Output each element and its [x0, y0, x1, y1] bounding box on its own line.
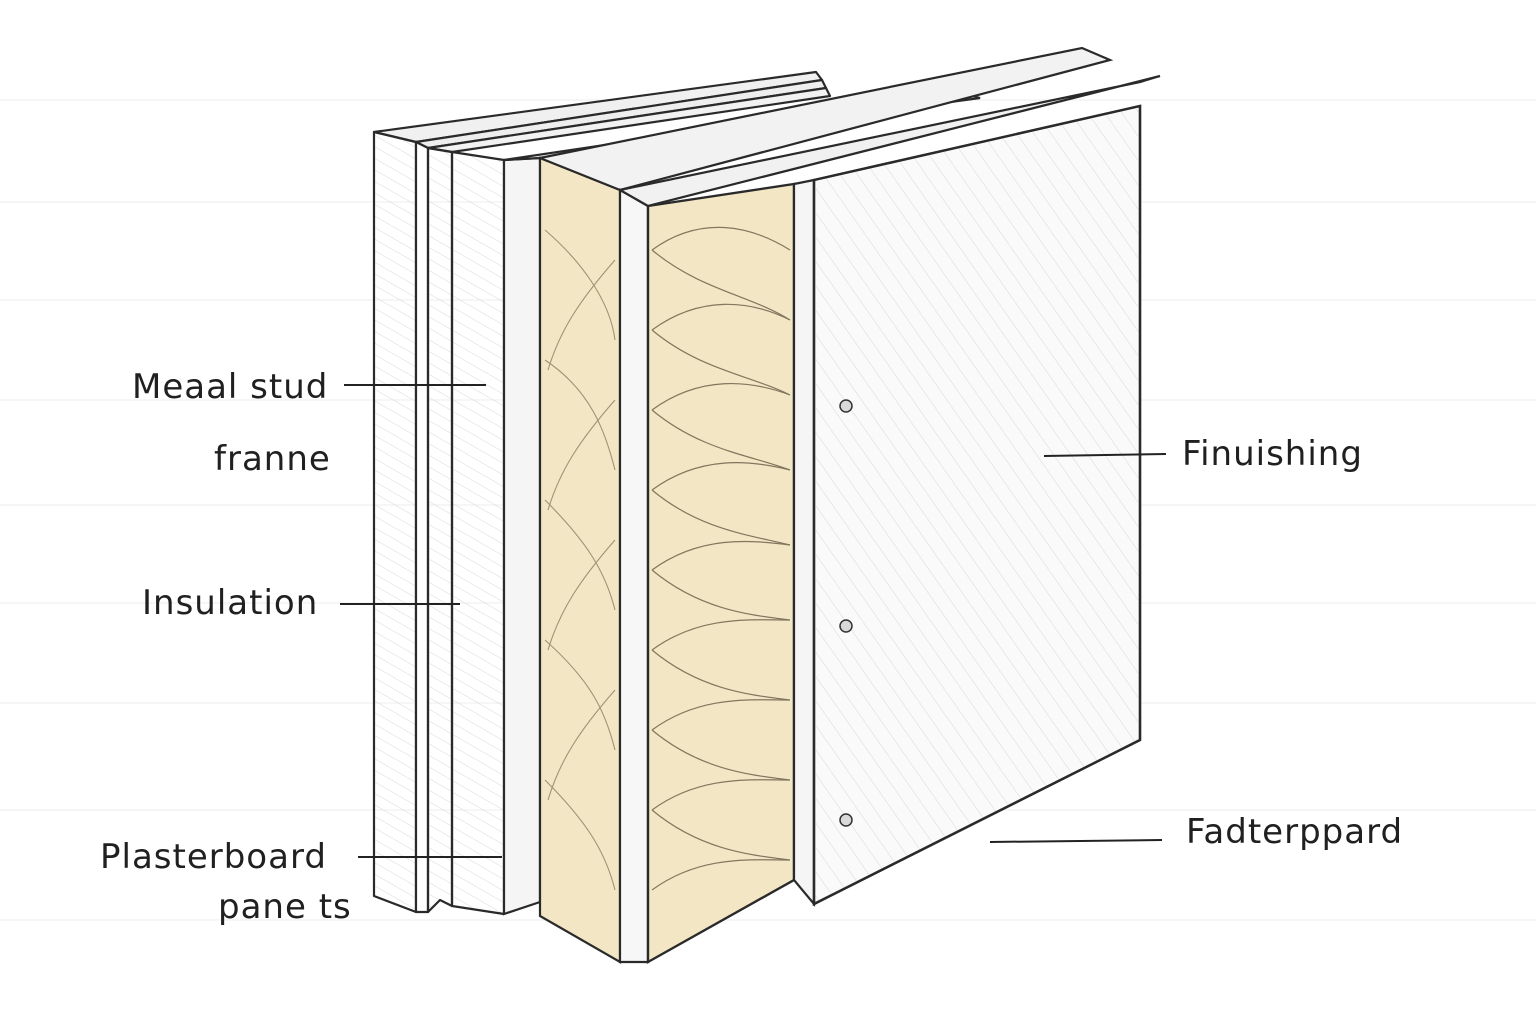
label-plasterboard-line1: Plasterboard: [100, 837, 327, 877]
finishing-board: [812, 104, 1142, 906]
insulation-layer-main: [646, 182, 796, 965]
label-outer-board: Fadterppard: [1186, 812, 1404, 852]
plasterboard-panels: [372, 70, 832, 916]
insulation-layer-back: [536, 46, 1114, 964]
inner-board: [618, 188, 650, 964]
label-metal-stud-line2: franne: [214, 439, 331, 479]
label-finishing: Finuishing: [1182, 434, 1363, 474]
stud-strip: [616, 74, 1161, 908]
screw-middle: [839, 619, 853, 633]
screw-top: [839, 399, 853, 413]
leader-finishing: [1043, 453, 1167, 457]
screw-bottom: [839, 813, 853, 827]
screws: [839, 399, 853, 827]
label-metal-stud-line1: Meaal stud: [132, 367, 329, 407]
leader-lines: [340, 384, 1167, 858]
label-insulation: Insulation: [142, 583, 319, 623]
label-plasterboard-line2: pane ts: [218, 887, 352, 927]
leader-outer-board: [989, 839, 1163, 843]
